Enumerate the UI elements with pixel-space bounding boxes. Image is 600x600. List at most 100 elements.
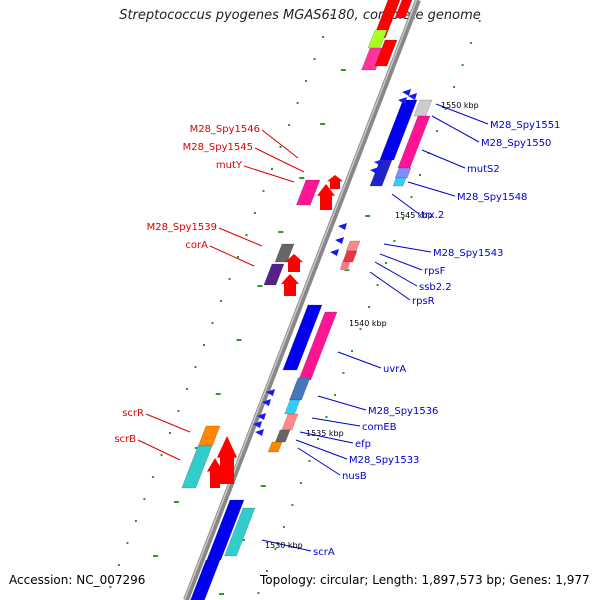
gene-block — [275, 429, 291, 443]
gene-label[interactable]: M28_Spy1546 — [190, 124, 260, 135]
gene-arrow — [217, 436, 237, 484]
gene-block — [296, 179, 321, 206]
tick-dot — [151, 476, 154, 478]
tick-dot — [453, 86, 456, 88]
leader-line — [311, 417, 361, 427]
label-leaders — [137, 103, 489, 552]
scale-label: 1545 kbp — [395, 211, 433, 220]
tick-dot — [254, 212, 256, 214]
tick-dot — [313, 58, 316, 60]
gene-block — [392, 177, 407, 187]
gene-label[interactable]: rpsF — [424, 266, 446, 277]
tick-dot — [317, 438, 319, 440]
gene-label[interactable]: trx.2 — [421, 210, 444, 221]
tick-dot — [257, 592, 260, 594]
tick-dot — [470, 42, 473, 44]
tick-dot — [186, 388, 188, 390]
gene-arrow — [257, 413, 266, 420]
tick-dots — [109, 14, 481, 594]
tick-dot — [299, 482, 302, 484]
genome-summary-text: Topology: circular; Length: 1,897,573 bp… — [260, 573, 590, 587]
gene-features — [181, 0, 433, 600]
gene-label[interactable]: M28_Spy1551 — [490, 120, 560, 131]
tick-dot — [265, 570, 268, 572]
tick-dot — [322, 36, 325, 38]
tick-dot — [117, 564, 120, 566]
tick-dot — [436, 130, 439, 132]
gene-label[interactable]: M28_Spy1539 — [147, 222, 217, 233]
tick-dot — [282, 526, 285, 528]
leader-line — [383, 243, 432, 253]
tick-dot — [376, 284, 379, 286]
gene-label[interactable]: M28_Spy1548 — [457, 192, 527, 203]
leader-line — [297, 447, 341, 476]
tick-dot — [325, 416, 328, 418]
gene-block — [284, 399, 301, 415]
gene-arrow — [402, 89, 411, 96]
gene-arrow — [255, 429, 264, 436]
tick-dot — [160, 454, 163, 456]
gene-label[interactable]: M28_Spy1543 — [433, 248, 503, 259]
scale-label: 1550 kbp — [441, 101, 479, 110]
tick-dot — [296, 102, 299, 104]
tick-dot — [203, 344, 205, 346]
tick-dot — [211, 322, 214, 324]
gene-label[interactable]: scrR — [122, 408, 144, 419]
accession-text: Accession: NC_007296 — [9, 573, 146, 587]
gene-label[interactable]: M28_Spy1545 — [183, 142, 253, 153]
scale-label: 1535 kbp — [306, 429, 344, 438]
tick-dot — [143, 498, 146, 500]
gene-label[interactable]: uvrA — [383, 364, 406, 375]
tick-dot — [237, 256, 239, 258]
tick-dot — [126, 542, 129, 544]
gene-label[interactable]: comEB — [362, 422, 397, 433]
gene-block — [394, 0, 413, 19]
gene-label[interactable]: M28_Spy1550 — [481, 138, 551, 149]
genome-backbone — [183, 0, 421, 600]
leader-line — [431, 115, 480, 143]
gene-block — [379, 99, 418, 161]
tick-dot — [134, 520, 137, 522]
gene-arrow — [330, 249, 339, 256]
leader-line — [421, 149, 466, 169]
gene-label[interactable]: mutY — [216, 160, 243, 171]
tick-dot — [194, 366, 197, 368]
gene-label[interactable]: efp — [355, 439, 371, 450]
leader-line — [209, 245, 255, 267]
gene-label[interactable]: mutS2 — [467, 164, 500, 175]
gene-label[interactable]: ssb2.2 — [419, 282, 452, 293]
gene-label[interactable]: nusB — [342, 471, 367, 482]
gene-label[interactable]: scrA — [313, 547, 335, 558]
gene-label[interactable]: M28_Spy1536 — [368, 406, 438, 417]
tick-dot — [368, 306, 370, 308]
leader-line — [435, 103, 489, 125]
gene-block — [340, 262, 350, 270]
gene-block — [190, 559, 221, 600]
scale-label: 1540 kbp — [349, 319, 387, 328]
gene-label[interactable]: rpsR — [412, 296, 435, 307]
gene-block — [413, 99, 433, 117]
tick-dot — [385, 262, 387, 264]
tick-dot — [271, 168, 273, 170]
gene-block — [224, 507, 256, 557]
tick-dot — [334, 394, 336, 396]
gene-arrow — [262, 399, 271, 406]
tick-dot — [279, 146, 282, 148]
gene-arrow — [317, 184, 335, 210]
gene-block — [345, 240, 361, 252]
gene-label[interactable]: M28_Spy1533 — [349, 455, 419, 466]
tick-dot — [262, 190, 265, 192]
tick-dot — [410, 196, 413, 198]
gene-block — [361, 47, 385, 71]
tick-dot — [109, 586, 112, 588]
gene-label[interactable]: corA — [185, 240, 208, 251]
gene-arrow — [408, 93, 417, 100]
gene-arrow — [374, 159, 383, 166]
gene-block — [374, 39, 398, 67]
tick-dot — [419, 174, 421, 176]
gene-block — [369, 159, 393, 187]
tick-dot — [308, 460, 311, 462]
gene-label[interactable]: scrB — [114, 434, 136, 445]
gene-block — [263, 263, 285, 286]
